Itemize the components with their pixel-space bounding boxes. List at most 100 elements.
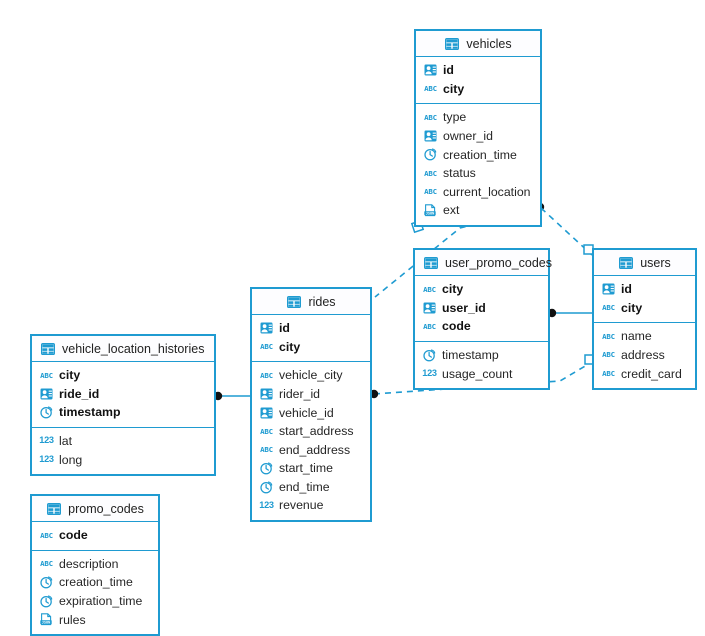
column-name: id	[443, 63, 454, 78]
entity-table-header[interactable]: users	[594, 250, 695, 276]
column-name: vehicle_city	[279, 368, 343, 383]
column-row[interactable]: ABC city	[415, 280, 548, 299]
column-name: end_address	[279, 442, 351, 457]
entity-table-header[interactable]: vehicle_location_histories	[32, 336, 214, 362]
uuid-badge-icon	[259, 406, 274, 420]
column-row[interactable]: end_time	[252, 478, 370, 497]
clock-icon	[423, 148, 438, 162]
column-row[interactable]: timestamp	[32, 403, 214, 422]
svg-text:JSON: JSON	[426, 212, 434, 216]
column-row[interactable]: expiration_time	[32, 592, 158, 611]
column-row[interactable]: timestamp	[415, 346, 548, 365]
column-row[interactable]: rider_id	[252, 385, 370, 404]
column-row[interactable]: id	[416, 61, 540, 80]
column-name: timestamp	[442, 347, 499, 362]
uuid-badge-icon	[422, 301, 437, 315]
number-type-icon: 123	[39, 454, 54, 465]
string-type-icon: ABC	[260, 342, 273, 352]
entity-table-name: rides	[308, 294, 336, 309]
column-row[interactable]: id	[594, 280, 695, 299]
string-type-icon: ABC	[423, 321, 436, 331]
column-row[interactable]: creation_time	[32, 573, 158, 592]
column-name: user_id	[442, 300, 486, 315]
entity-table-name: user_promo_codes	[445, 255, 553, 270]
string-type-icon: ABC	[260, 426, 273, 436]
entity-table-header[interactable]: rides	[252, 289, 370, 315]
string-type-icon: ABC	[424, 112, 437, 122]
column-row[interactable]: vehicle_id	[252, 403, 370, 422]
string-type-icon: ABC	[602, 303, 615, 313]
entity-table-header[interactable]: user_promo_codes	[415, 250, 552, 276]
column-row[interactable]: ABC type	[416, 108, 540, 127]
string-type-icon: ABC	[260, 445, 273, 455]
column-name: city	[621, 300, 643, 315]
column-name: name	[621, 329, 652, 344]
string-type-icon: ABC	[424, 168, 437, 178]
uuid-badge-icon	[601, 282, 616, 296]
column-name: id	[621, 282, 632, 297]
column-row[interactable]: ABC start_address	[252, 422, 370, 441]
column-row[interactable]: owner_id	[416, 127, 540, 146]
uuid-badge-icon	[423, 63, 438, 77]
entity-table-header[interactable]: vehicles	[416, 31, 540, 57]
column-name: city	[279, 339, 301, 354]
json-type-icon: JSON	[39, 613, 54, 627]
column-row[interactable]: JSON rules	[32, 610, 158, 629]
column-name: type	[443, 110, 467, 125]
clock-icon	[39, 594, 54, 608]
column-row[interactable]: ABC end_address	[252, 441, 370, 460]
table-icon	[618, 256, 634, 269]
column-row[interactable]: user_id	[415, 299, 548, 318]
string-type-icon: ABC	[602, 350, 615, 360]
column-row[interactable]: id	[252, 319, 370, 338]
column-row[interactable]: ABC city	[594, 299, 695, 318]
uuid-badge-icon	[423, 129, 438, 143]
column-row[interactable]: ABC city	[252, 338, 370, 357]
column-name: description	[59, 556, 119, 571]
column-name: credit_card	[621, 366, 682, 381]
column-name: start_time	[279, 461, 333, 476]
clock-icon	[39, 405, 54, 419]
column-name: start_address	[279, 424, 354, 439]
string-type-icon: ABC	[423, 284, 436, 294]
column-name: rider_id	[279, 386, 321, 401]
column-name: ride_id	[59, 386, 100, 401]
entity-table-header[interactable]: promo_codes	[32, 496, 158, 522]
column-name: city	[442, 282, 464, 297]
column-name: creation_time	[443, 147, 517, 162]
column-name: end_time	[279, 479, 330, 494]
column-row[interactable]: creation_time	[416, 145, 540, 164]
column-name: rules	[59, 612, 86, 627]
column-name: creation_time	[59, 575, 133, 590]
column-row[interactable]: ride_id	[32, 385, 214, 404]
column-row[interactable]: start_time	[252, 459, 370, 478]
